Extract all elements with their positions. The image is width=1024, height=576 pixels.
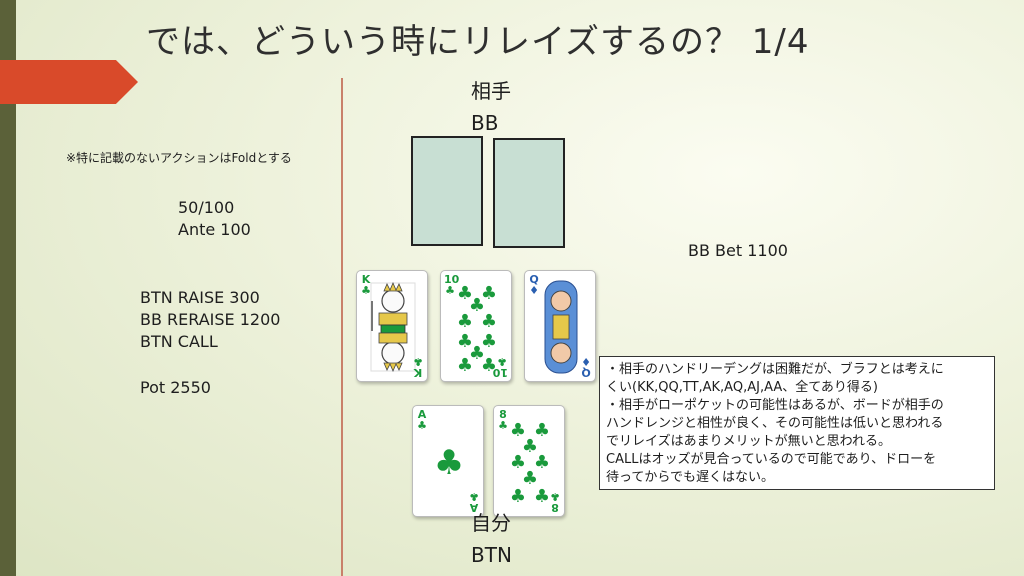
hole-card-eight-of-clubs: 8♣ ♣♣ ♣ ♣♣ ♣ ♣♣ 8♣ <box>493 405 565 517</box>
action-line: BTN RAISE 300 <box>140 288 260 307</box>
analysis-line: ・相手のハンドリーデングは困難だが、ブラフとは考えに <box>606 362 944 377</box>
slide-title: では、どういう時にリレイズするの？ 1/4 <box>146 22 810 62</box>
queen-figure-icon <box>544 280 578 374</box>
opponent-bet-text: BB Bet 1100 <box>688 241 788 260</box>
svg-text:♣: ♣ <box>534 486 550 507</box>
left-arrow-decoration <box>0 60 138 104</box>
svg-text:♣: ♣ <box>457 331 473 352</box>
analysis-line: でリレイズはあまりメリットが無いと思われる。 <box>606 434 891 449</box>
svg-text:♣: ♣ <box>522 468 538 489</box>
svg-text:♣: ♣ <box>534 452 550 473</box>
analysis-note-box: ・相手のハンドリーデングは困難だが、ブラフとは考えに くい(KK,QQ,TT,A… <box>599 356 995 490</box>
svg-text:♣: ♣ <box>457 311 473 332</box>
svg-text:♣: ♣ <box>434 443 464 483</box>
opponent-label: 相手 <box>471 79 511 103</box>
analysis-line: 待ってからでも遅くはない。 <box>606 470 774 485</box>
action-line: BB RERAISE 1200 <box>140 310 281 329</box>
board-card-ten-of-clubs: 10♣ ♣♣ ♣ ♣♣ ♣♣ ♣ ♣♣ 10♣ <box>440 270 512 382</box>
blinds-text: 50/100 <box>178 198 235 217</box>
opponent-card-back <box>411 136 483 246</box>
svg-text:♣: ♣ <box>481 283 497 304</box>
analysis-line: ・相手がローポケットの可能性はあるが、ボードが相手の <box>606 398 944 413</box>
fold-note: ※特に記載のないアクションはFoldとする <box>66 151 292 165</box>
analysis-line: CALLはオッズが見合っているので可能であり、ドローを <box>606 452 937 467</box>
hero-position: BTN <box>471 543 512 567</box>
king-figure-icon <box>370 281 416 373</box>
card-corner: K♣ <box>413 355 423 379</box>
vertical-divider <box>341 78 343 576</box>
ante-text: Ante 100 <box>178 220 251 239</box>
svg-text:♣: ♣ <box>522 436 538 457</box>
svg-text:♣: ♣ <box>457 355 473 376</box>
svg-text:♣: ♣ <box>481 311 497 332</box>
card-corner: 8♣ <box>550 490 560 514</box>
board-card-queen-of-diamonds: Q♦ Q♦ <box>524 270 596 382</box>
club-pip-icon: ♣ <box>434 443 464 483</box>
svg-text:♣: ♣ <box>534 420 550 441</box>
svg-text:♣: ♣ <box>481 331 497 352</box>
clubs-pips-icon: ♣♣ ♣ ♣♣ ♣ ♣♣ <box>510 420 550 507</box>
svg-text:♣: ♣ <box>457 283 473 304</box>
analysis-line: くい(KK,QQ,TT,AK,AQ,AJ,AA、全てあり得る) <box>606 380 878 395</box>
svg-text:♣: ♣ <box>469 343 485 364</box>
action-line: BTN CALL <box>140 332 218 351</box>
card-corner: 10♣ <box>444 273 460 297</box>
board-card-king-of-clubs: K♣ K♣ <box>356 270 428 382</box>
svg-text:♣: ♣ <box>481 355 497 376</box>
opponent-position: BB <box>471 111 499 135</box>
svg-text:♣: ♣ <box>510 452 526 473</box>
svg-text:♣: ♣ <box>510 420 526 441</box>
analysis-line: ハンドレンジと相性が良く、その可能性は低いと思われる <box>606 416 944 431</box>
hero-label: 自分 <box>471 511 511 535</box>
card-corner: 10♣ <box>492 355 508 379</box>
opponent-card-back <box>493 138 565 248</box>
pot-text: Pot 2550 <box>140 378 211 397</box>
hole-card-ace-of-clubs: A♣ ♣ A♣ <box>412 405 484 517</box>
left-accent-bar <box>0 0 16 576</box>
card-corner: 8♣ <box>498 408 508 432</box>
svg-text:♣: ♣ <box>469 295 485 316</box>
card-corner: A♣ <box>417 408 427 432</box>
svg-text:♣: ♣ <box>510 486 526 507</box>
card-corner: Q♦ <box>529 273 539 297</box>
card-corner: K♣ <box>361 273 371 297</box>
clubs-pips-icon: ♣♣ ♣ ♣♣ ♣♣ ♣ ♣♣ <box>457 283 497 376</box>
card-corner: Q♦ <box>581 355 591 379</box>
